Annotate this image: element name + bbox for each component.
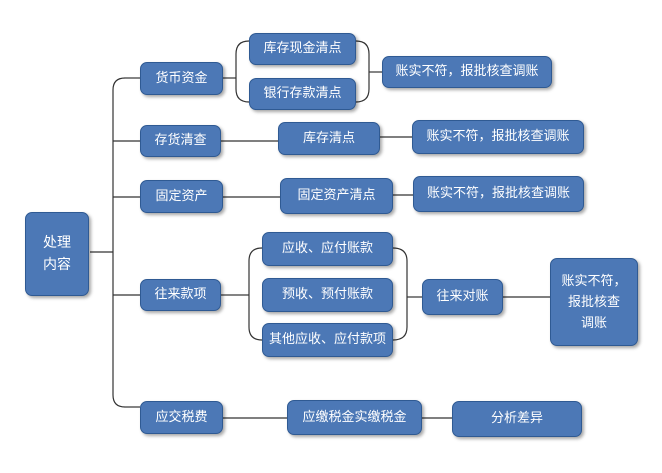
accounts-reconcile: 往来对账: [422, 279, 503, 315]
inventory-result: 账实不符，报批核查调账: [412, 120, 584, 154]
cash-node: 货币资金: [140, 62, 223, 95]
fixed-assets-node: 固定资产: [140, 180, 223, 213]
cash-item-1: 库存现金清点: [249, 33, 356, 65]
tax-result: 分析差异: [452, 401, 582, 437]
inventory-node: 存货清查: [140, 125, 221, 157]
fixed-assets-item: 固定资产清点: [280, 178, 393, 214]
tax-node: 应交税费: [140, 401, 223, 434]
accounts-bracket-right: [392, 247, 408, 341]
root-node: 处理 内容: [25, 212, 89, 296]
root-bracket: [112, 77, 126, 408]
cash-result: 账实不符，报批核查调账: [382, 56, 552, 88]
accounts-item-3: 其他应收、应付款项: [262, 323, 393, 357]
fixed-assets-result: 账实不符，报批核查调账: [413, 176, 584, 212]
tax-item: 应缴税金实缴税金: [287, 400, 422, 435]
accounts-bracket-left: [248, 247, 263, 341]
inventory-item: 库存清点: [278, 122, 380, 155]
accounts-node: 往来款项: [140, 279, 221, 311]
cash-bracket-right: [355, 40, 370, 103]
cash-bracket-left: [235, 40, 250, 103]
accounts-result: 账实不符， 报批核查 调账: [550, 258, 638, 346]
accounts-item-2: 预收、预付账款: [262, 278, 393, 312]
cash-item-2: 银行存款清点: [249, 78, 356, 110]
accounts-item-1: 应收、应付账款: [262, 232, 393, 266]
